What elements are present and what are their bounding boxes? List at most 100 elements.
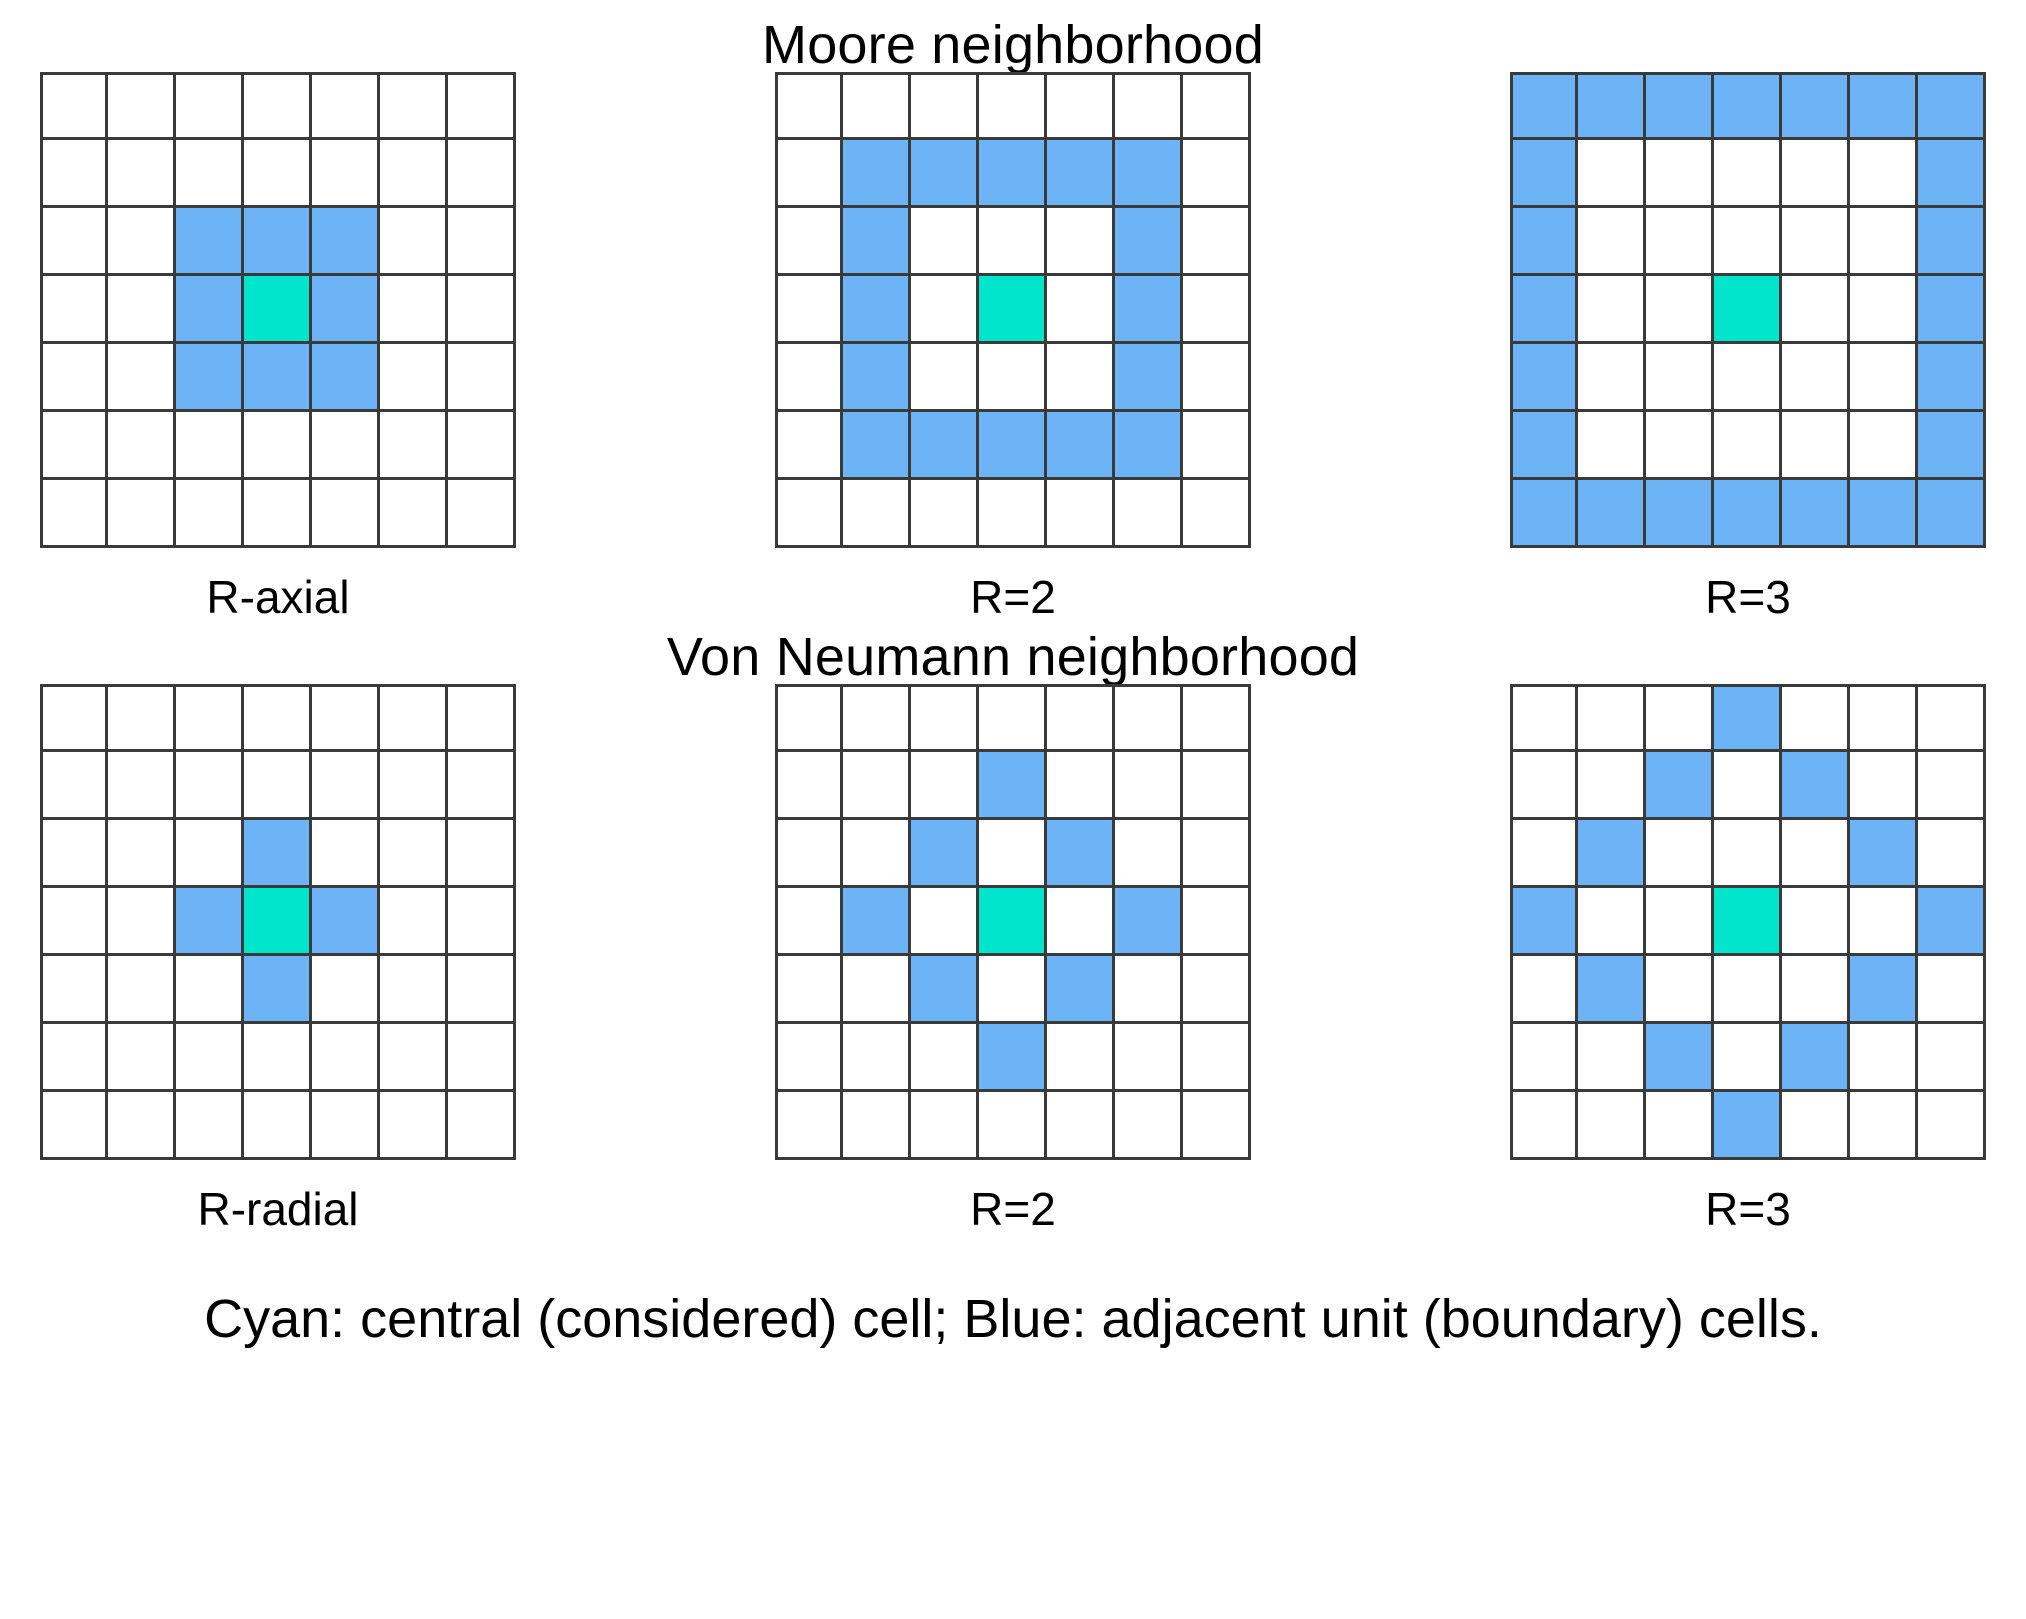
- cell-empty: [1714, 208, 1782, 276]
- cell-empty: [1918, 1024, 1986, 1092]
- cell-empty: [1646, 820, 1714, 888]
- cell-empty: [1047, 480, 1115, 548]
- cell-neighbor-blue: [1510, 208, 1578, 276]
- cell-empty: [1918, 684, 1986, 752]
- cell-neighbor-blue: [176, 344, 244, 412]
- cell-empty: [775, 1092, 843, 1160]
- cell-empty: [108, 684, 176, 752]
- cell-neighbor-blue: [979, 1024, 1047, 1092]
- cell-empty: [312, 820, 380, 888]
- cell-neighbor-blue: [244, 208, 312, 276]
- cell-empty: [380, 344, 448, 412]
- cell-empty: [775, 140, 843, 208]
- cell-empty: [1115, 1092, 1183, 1160]
- cell-neighbor-blue: [1047, 820, 1115, 888]
- cell-empty: [312, 956, 380, 1024]
- cell-empty: [979, 480, 1047, 548]
- moore-panel-r2: R=2: [773, 72, 1253, 620]
- cell-empty: [380, 412, 448, 480]
- cell-empty: [1782, 820, 1850, 888]
- cell-empty: [1183, 820, 1251, 888]
- cell-empty: [1646, 956, 1714, 1024]
- cell-empty: [1578, 1024, 1646, 1092]
- cell-empty: [1578, 140, 1646, 208]
- cell-empty: [843, 820, 911, 888]
- cell-empty: [108, 752, 176, 820]
- cell-center-cyan: [979, 888, 1047, 956]
- cell-neighbor-blue: [1047, 140, 1115, 208]
- cell-empty: [911, 684, 979, 752]
- cell-empty: [1183, 684, 1251, 752]
- cell-neighbor-blue: [1850, 480, 1918, 548]
- cell-empty: [775, 412, 843, 480]
- cell-empty: [1850, 412, 1918, 480]
- cell-neighbor-blue: [1918, 344, 1986, 412]
- cell-empty: [1183, 412, 1251, 480]
- cell-empty: [911, 1024, 979, 1092]
- cell-empty: [843, 1092, 911, 1160]
- cell-empty: [1183, 276, 1251, 344]
- cell-empty: [1850, 276, 1918, 344]
- cell-empty: [380, 1024, 448, 1092]
- cell-empty: [40, 344, 108, 412]
- cell-empty: [1115, 684, 1183, 752]
- cell-neighbor-blue: [1510, 888, 1578, 956]
- cell-empty: [911, 888, 979, 956]
- cell-empty: [40, 1024, 108, 1092]
- cell-neighbor-blue: [1510, 412, 1578, 480]
- cell-empty: [380, 276, 448, 344]
- cell-empty: [1578, 752, 1646, 820]
- cell-empty: [979, 820, 1047, 888]
- cell-neighbor-blue: [1047, 956, 1115, 1024]
- cell-empty: [1918, 820, 1986, 888]
- cell-empty: [775, 956, 843, 1024]
- cell-neighbor-blue: [1850, 956, 1918, 1024]
- grid-moore-r-axial: [40, 72, 516, 548]
- cell-neighbor-blue: [1646, 480, 1714, 548]
- cell-empty: [1782, 412, 1850, 480]
- cell-empty: [244, 480, 312, 548]
- grid-moore-r3: [1510, 72, 1986, 548]
- cell-empty: [244, 72, 312, 140]
- cell-empty: [380, 1092, 448, 1160]
- cell-empty: [108, 820, 176, 888]
- cell-neighbor-blue: [1918, 276, 1986, 344]
- cell-empty: [1782, 276, 1850, 344]
- cell-empty: [1850, 888, 1918, 956]
- cell-empty: [775, 752, 843, 820]
- cell-empty: [380, 72, 448, 140]
- cell-empty: [1115, 480, 1183, 548]
- moore-section-title: Moore neighborhood: [762, 15, 1264, 75]
- cell-empty: [176, 480, 244, 548]
- cell-empty: [775, 72, 843, 140]
- cell-neighbor-blue: [176, 208, 244, 276]
- cell-empty: [1510, 1092, 1578, 1160]
- grid-von-neumann-r3: [1510, 684, 1986, 1160]
- cell-neighbor-blue: [843, 344, 911, 412]
- cell-neighbor-blue: [911, 140, 979, 208]
- cell-empty: [1183, 1092, 1251, 1160]
- cell-empty: [244, 684, 312, 752]
- cell-empty: [1183, 480, 1251, 548]
- cell-empty: [40, 140, 108, 208]
- cell-empty: [1115, 72, 1183, 140]
- cell-empty: [312, 140, 380, 208]
- cell-empty: [176, 72, 244, 140]
- cell-empty: [1183, 344, 1251, 412]
- cell-neighbor-blue: [1714, 72, 1782, 140]
- cell-empty: [1918, 752, 1986, 820]
- von-neumann-section-title: Von Neumann neighborhood: [666, 627, 1360, 687]
- cell-empty: [1183, 208, 1251, 276]
- cell-empty: [1578, 412, 1646, 480]
- cell-empty: [448, 1092, 516, 1160]
- cell-empty: [380, 752, 448, 820]
- cell-empty: [1714, 344, 1782, 412]
- cell-empty: [312, 752, 380, 820]
- cell-empty: [312, 412, 380, 480]
- cell-empty: [312, 1024, 380, 1092]
- cell-empty: [1578, 684, 1646, 752]
- cell-empty: [40, 888, 108, 956]
- cell-neighbor-blue: [1115, 140, 1183, 208]
- cell-empty: [108, 1092, 176, 1160]
- diagram-page: Moore neighborhood R-axial R=2 R=3 Von N…: [0, 18, 2026, 1619]
